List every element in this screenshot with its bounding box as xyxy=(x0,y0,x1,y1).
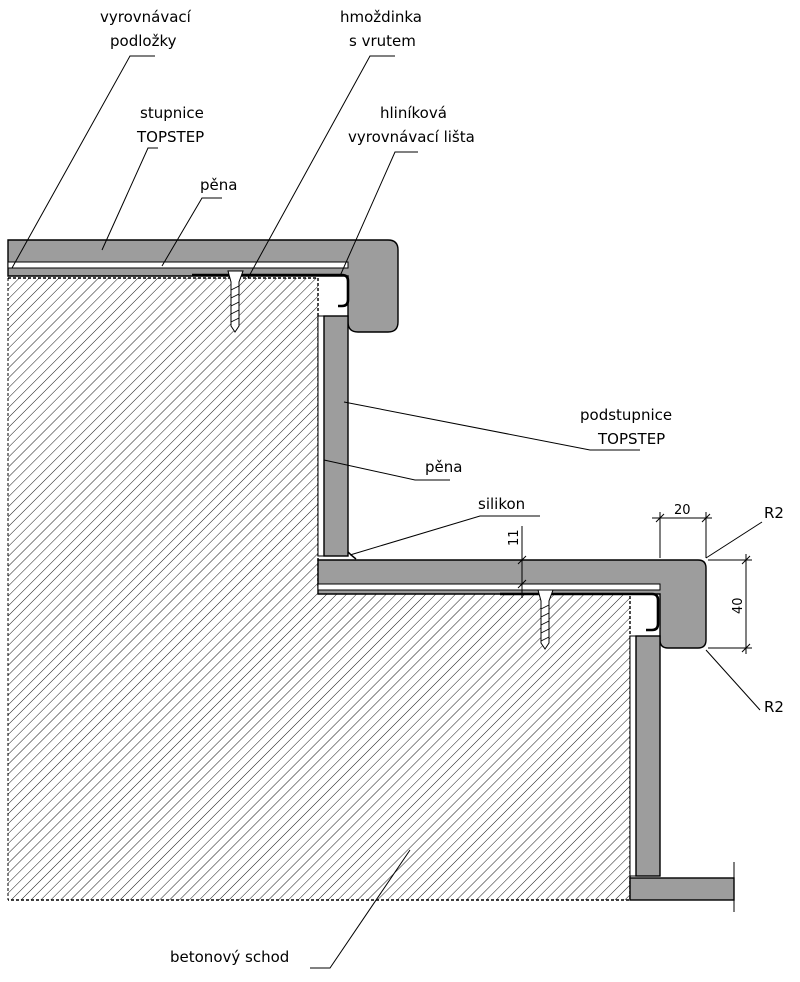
floor-panel xyxy=(629,862,735,912)
dimension-20: 20 xyxy=(674,503,691,518)
dimension-11: 11 xyxy=(507,529,522,546)
label-podstupnice-line1: podstupnice xyxy=(580,406,672,424)
label-hlinikova-line1: hliníková xyxy=(380,104,447,122)
label-silikon: silikon xyxy=(478,495,525,513)
label-betonovy-schod: betonový schod xyxy=(170,948,289,966)
label-vyrovnavaci-podlozky-line1: vyrovnávací xyxy=(100,8,192,26)
labels: vyrovnávací podložky hmoždinka s vrutem … xyxy=(100,8,672,966)
label-vyrovnavaci-podlozky-line2: podložky xyxy=(110,32,177,50)
label-stupnice-line2: TOPSTEP xyxy=(136,128,204,146)
dimension-r2-top: R2 xyxy=(764,504,784,522)
silicone-bead xyxy=(347,551,357,560)
upper-screw-icon xyxy=(227,270,244,333)
label-hmozdinka-line1: hmoždinka xyxy=(340,8,422,26)
dimension-r2-bottom: R2 xyxy=(764,698,784,716)
upper-aluminium-profile xyxy=(192,273,350,308)
lower-screw-icon xyxy=(537,589,554,650)
leader-lines xyxy=(11,55,763,969)
dimension-lines xyxy=(517,512,752,654)
upper-riser-panel xyxy=(317,315,349,557)
label-hmozdinka-line2: s vrutem xyxy=(349,32,416,50)
label-stupnice-line1: stupnice xyxy=(140,104,204,122)
label-podstupnice-line2: TOPSTEP xyxy=(597,430,665,448)
dimension-40: 40 xyxy=(731,597,746,614)
dimension-texts: 20 11 40 R2 R2 xyxy=(507,503,784,716)
label-pena-top: pěna xyxy=(200,176,237,194)
label-pena-mid: pěna xyxy=(425,458,462,476)
lower-riser-panel xyxy=(629,635,661,877)
lower-aluminium-profile xyxy=(500,592,660,632)
label-hlinikova-line2: vyrovnávací lišta xyxy=(348,128,475,146)
